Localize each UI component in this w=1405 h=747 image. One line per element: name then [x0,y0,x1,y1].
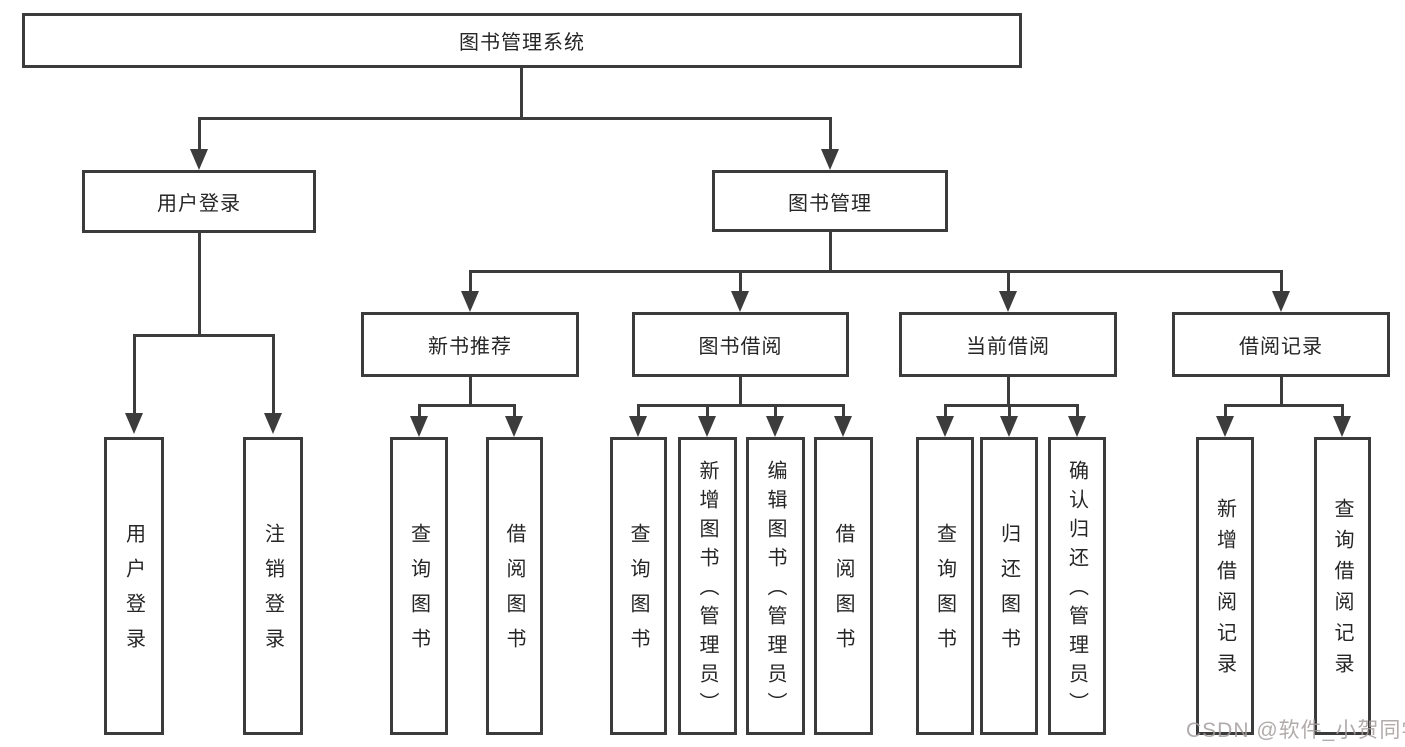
node-current-borrowing: 当前借阅 [899,312,1117,377]
connector-records-rail [1224,404,1344,407]
node-root-library-system: 图书管理系统 [22,13,1022,68]
connector-leaf-drop [1008,404,1011,418]
leaf-edit-books-admin: 编辑图书（管理员） [746,437,805,735]
connector-to-book-management [829,117,832,151]
node-user-login: 用户登录 [82,170,316,233]
arrow-down-icon [1272,291,1290,312]
connector-leaf-drop [706,404,709,418]
connector-to-new-book [469,270,472,293]
leaf-user-login: 用户登录 [104,437,164,735]
connector-records-stem [1280,377,1283,406]
connector-to-leaf-logout [272,334,275,415]
arrow-down-icon [461,291,479,312]
arrow-down-icon [125,413,143,434]
connector-to-user-login [198,117,201,151]
node-book-management: 图书管理 [712,170,948,232]
arrow-down-icon [698,416,716,437]
arrow-down-icon [410,416,428,437]
leaf-query-books-recommend: 查询图书 [390,437,448,735]
connector-leaf-drop [1076,404,1079,418]
connector-user-login-rail [133,334,275,337]
connector-current-stem [1007,377,1010,406]
node-borrowing-records: 借阅记录 [1172,312,1390,377]
connector-leaf-drop [1224,404,1227,418]
arrow-down-icon [936,416,954,437]
arrow-down-icon [731,291,749,312]
connector-to-current-borrowing [1007,270,1010,293]
arrow-down-icon [629,416,647,437]
leaf-query-borrow-record: 查询借阅记录 [1314,437,1371,735]
connector-book-mgmt-stem [829,232,832,273]
connector-book-mgmt-rail [469,270,1283,273]
connector-current-rail [944,404,1078,407]
connector-user-login-stem [198,232,201,335]
arrow-down-icon [505,416,523,437]
connector-leaf-drop [513,404,516,418]
connector-root-stem [520,68,523,118]
leaf-add-borrow-record: 新增借阅记录 [1196,437,1254,735]
connector-leaf-drop [944,404,947,418]
connector-leaf-drop [637,404,640,418]
node-new-book-recommendation: 新书推荐 [361,312,579,377]
connector-leaf-drop [842,404,845,418]
node-book-borrowing: 图书借阅 [632,312,849,377]
leaf-add-books-admin: 新增图书（管理员） [678,437,737,735]
arrow-down-icon [1216,416,1234,437]
leaf-logout: 注销登录 [243,437,303,735]
arrow-down-icon [190,149,208,170]
arrow-down-icon [1068,416,1086,437]
arrow-down-icon [1000,416,1018,437]
connector-leaf-drop [774,404,777,418]
connector-leaf-drop [1341,404,1344,418]
csdn-watermark: CSDN @软件_小贺同学 [1186,719,1405,742]
connector-borrowing-rail [637,404,845,407]
arrow-down-icon [1333,416,1351,437]
leaf-query-books-current: 查询图书 [916,437,974,735]
connector-to-book-borrowing [739,270,742,293]
connector-newbook-stem [469,377,472,406]
connector-to-leaf-user-login [133,334,136,415]
leaf-borrow-books-recommend: 借阅图书 [486,437,543,735]
arrow-down-icon [821,149,839,170]
connector-root-rail [198,117,832,120]
arrow-down-icon [999,291,1017,312]
connector-borrowing-stem [739,377,742,406]
arrow-down-icon [264,413,282,434]
arrow-down-icon [834,416,852,437]
arrow-down-icon [766,416,784,437]
leaf-query-books-borrowing: 查询图书 [610,437,667,735]
connector-leaf-drop [418,404,421,418]
connector-to-borrowing-records [1280,270,1283,293]
leaf-return-books: 归还图书 [980,437,1038,735]
connector-newbook-rail [418,404,516,407]
leaf-borrow-books: 借阅图书 [814,437,873,735]
leaf-confirm-return-admin: 确认归还（管理员） [1048,437,1106,735]
